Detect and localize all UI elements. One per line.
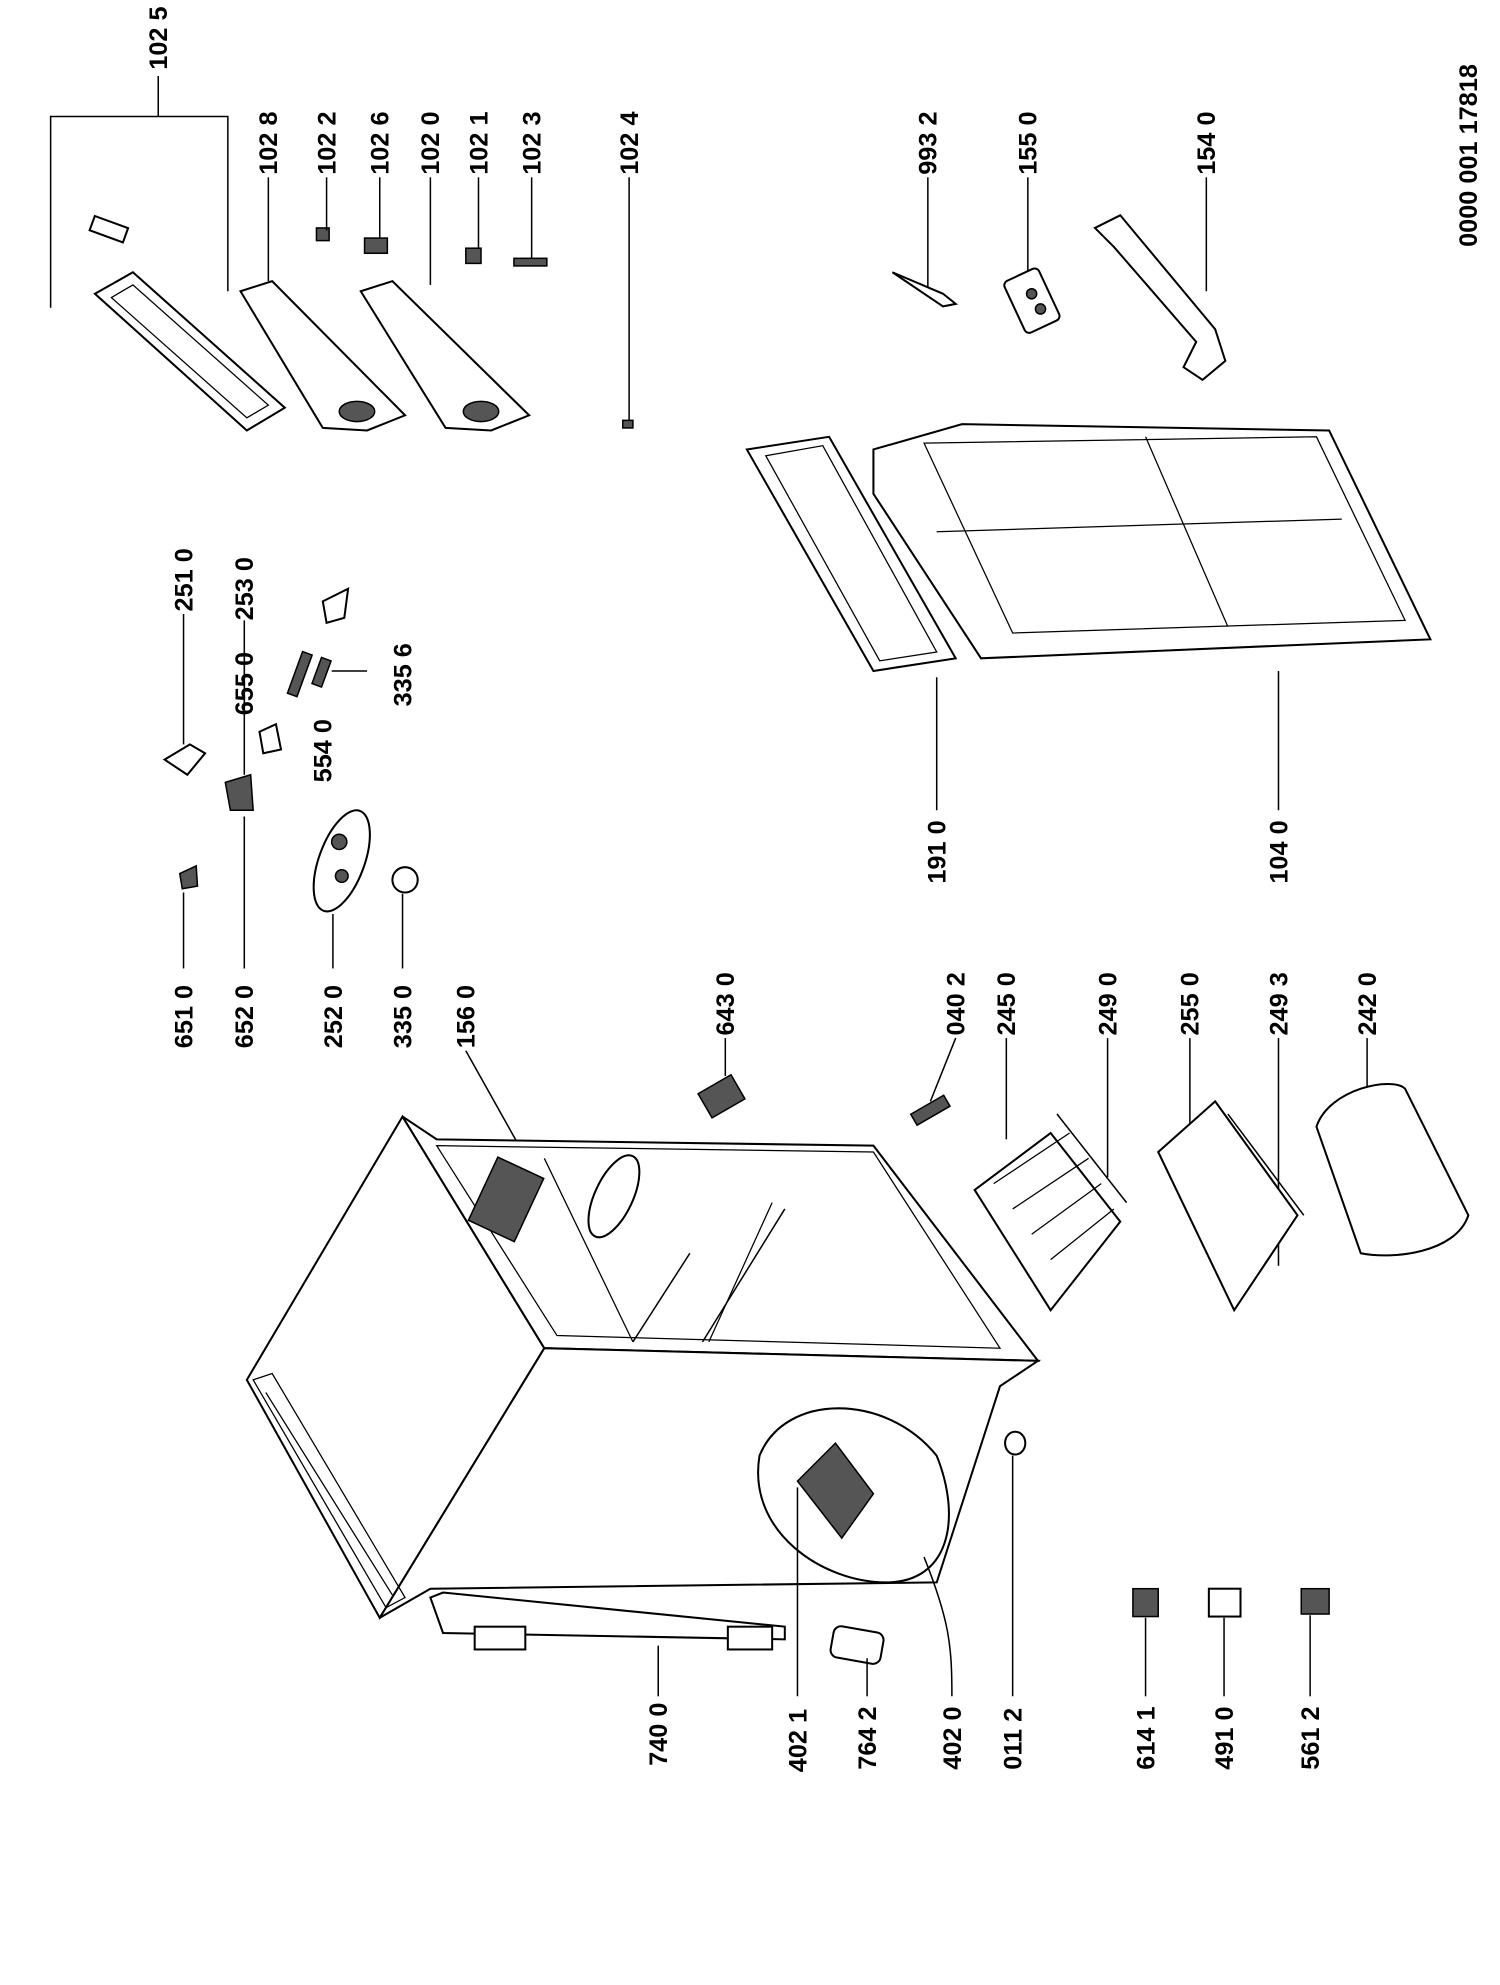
balcony-tray [93, 271, 287, 432]
label-1024: 102 4 [616, 111, 644, 174]
label-5540: 554 0 [310, 719, 338, 782]
door-parts [745, 214, 1432, 673]
label-2550: 255 0 [1177, 972, 1205, 1035]
relay-4021 [796, 1441, 875, 1540]
label-4021: 402 1 [784, 1709, 812, 1772]
label-9932: 993 2 [915, 111, 943, 174]
label-1021: 102 1 [465, 111, 493, 174]
bottom-parts [1132, 1587, 1330, 1618]
shelves [973, 1082, 1470, 1313]
door-1040 [872, 423, 1432, 660]
handle-1540 [1093, 214, 1227, 382]
label-4020: 402 0 [939, 1706, 967, 1769]
document-number: 0000 001 17818 [1455, 64, 1483, 247]
part-6550 [286, 650, 314, 698]
label-1550: 155 0 [1015, 111, 1043, 174]
label-1540: 154 0 [1193, 111, 1221, 174]
label-0112: 011 2 [1000, 1708, 1028, 1770]
label-5612: 561 2 [1297, 1706, 1325, 1769]
drier-7642 [829, 1625, 885, 1665]
label-3356: 335 6 [389, 643, 417, 706]
label-6550: 655 0 [231, 652, 259, 715]
cabinet [245, 1073, 1042, 1665]
rear-grille [252, 1372, 406, 1609]
label-1023: 102 3 [519, 111, 547, 174]
cabinet-front [401, 1115, 1041, 1362]
knob-3350 [391, 866, 419, 894]
label-2530: 253 0 [231, 557, 259, 620]
label-1040: 104 0 [1265, 820, 1293, 883]
part-2530 [321, 586, 350, 625]
foot-0112 [1004, 1430, 1027, 1456]
label-1028: 102 8 [255, 111, 283, 174]
part-9932 [891, 271, 959, 308]
part-1022 [315, 227, 330, 242]
label-2510: 251 0 [170, 548, 198, 611]
part-0402 [909, 1094, 952, 1127]
label-2493: 249 3 [1265, 972, 1293, 1035]
label-2450: 245 0 [993, 972, 1021, 1035]
label-6141: 614 1 [1132, 1706, 1160, 1769]
small-cover [88, 214, 130, 244]
part-labels: 102 5 102 8 102 2 102 6 102 0 102 1 102 … [145, 6, 1483, 1772]
part-5540 [258, 722, 283, 755]
label-6520: 652 0 [231, 985, 259, 1048]
part-5612 [1300, 1587, 1330, 1615]
label-7400: 740 0 [645, 1703, 673, 1766]
shelf-2450 [973, 1131, 1122, 1312]
housing-2520 [312, 809, 371, 913]
label-4910: 491 0 [1211, 1706, 1239, 1769]
part-6520 [224, 773, 254, 811]
part-4910 [1207, 1587, 1242, 1618]
evaporator-1560 [467, 1156, 545, 1243]
shelf-1028 [238, 279, 407, 432]
part-1021 [465, 247, 482, 265]
label-0402: 040 2 [943, 972, 971, 1035]
label-1026: 102 6 [367, 111, 395, 174]
label-2420: 242 0 [1354, 972, 1382, 1035]
label-1022: 102 2 [313, 111, 341, 174]
part-2510 [162, 743, 207, 777]
label-1910: 191 0 [924, 820, 952, 883]
shelf-1020 [359, 279, 531, 432]
crisper-2420 [1315, 1082, 1470, 1257]
label-6430: 643 0 [712, 972, 740, 1035]
label-3350: 335 0 [389, 985, 417, 1048]
part-6141 [1132, 1587, 1159, 1618]
label-6510: 651 0 [170, 985, 198, 1048]
label-2490: 249 0 [1094, 972, 1122, 1035]
control-parts [162, 586, 419, 913]
part-1026 [363, 237, 389, 255]
glass-shelf-2550 [1156, 1099, 1299, 1313]
label-1020: 102 0 [417, 111, 445, 174]
part-3356 [311, 656, 333, 689]
leader-lines-bottom [657, 1455, 1311, 1697]
part-1550 [1003, 267, 1061, 334]
leader-lines-door [935, 670, 1280, 811]
label-1025: 102 5 [145, 6, 173, 69]
part-1023 [513, 257, 548, 267]
door-shelf-parts [88, 214, 634, 432]
part-1024 [622, 419, 634, 429]
gasket-1910 [745, 435, 958, 673]
label-1560: 156 0 [453, 985, 481, 1048]
part-6430 [697, 1073, 746, 1119]
label-2520: 252 0 [320, 985, 348, 1048]
part-6510 [178, 864, 199, 890]
label-7642: 764 2 [854, 1706, 882, 1769]
leader-lines-top [49, 76, 1208, 421]
